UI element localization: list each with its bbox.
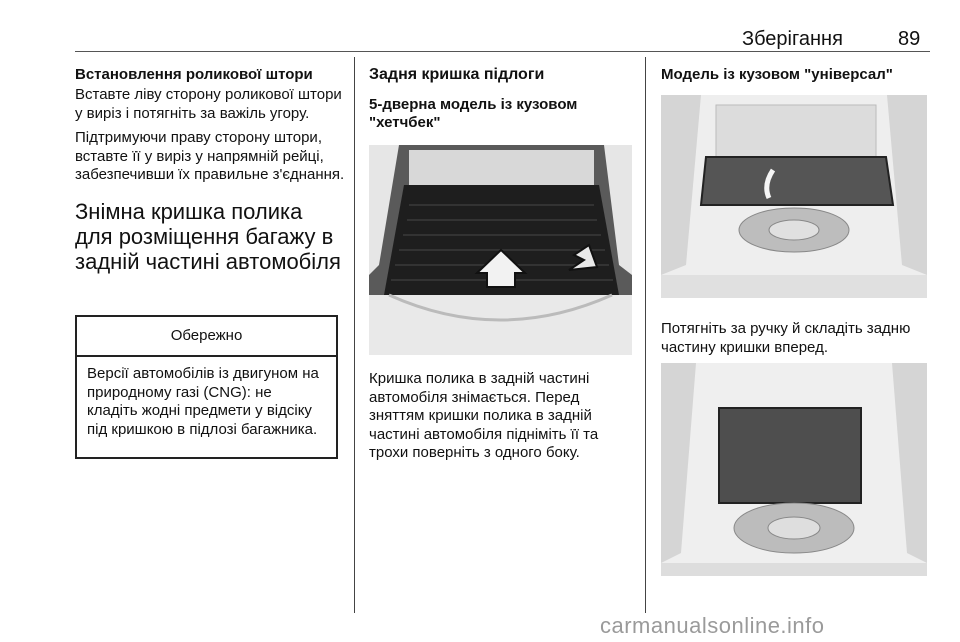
right-column: Модель із кузовом "універсал" bbox=[661, 66, 931, 84]
section-heading: Знімна кришка полика для розміщення бага… bbox=[75, 198, 341, 274]
column-divider-1 bbox=[354, 57, 355, 613]
section-title: Зберігання bbox=[742, 28, 843, 50]
caution-box: Обережно Версії автомобілів із двигуном … bbox=[75, 315, 338, 459]
caution-title: Обережно bbox=[77, 317, 336, 357]
watermark: carmanualsonline.info bbox=[600, 613, 825, 638]
left-column: Встановлення роликової штори Вставте лів… bbox=[75, 66, 345, 274]
middle-column: Задня кришка підлоги 5-дверна модель із … bbox=[369, 66, 634, 132]
right-paragraph: Потягніть за ручку й складіть задню част… bbox=[661, 320, 911, 356]
page-number: 89 bbox=[898, 28, 921, 50]
column-divider-2 bbox=[645, 57, 646, 613]
subsection-title: Встановлення роликової штори bbox=[75, 66, 313, 83]
paragraph: Підтримуючи праву сторону штори, вставте… bbox=[75, 129, 345, 183]
wagon-folded-cover-illustration bbox=[661, 363, 927, 576]
caution-text: Версії автомобілів із двигуном на природ… bbox=[87, 365, 319, 438]
paragraph: Вставте ліву сторону роликової штори у в… bbox=[75, 86, 342, 122]
hatchback-trunk-illustration bbox=[369, 145, 632, 355]
header-rule bbox=[75, 51, 930, 52]
wagon-trunk-illustration bbox=[661, 95, 927, 298]
subsection-title: Модель із кузовом "універсал" bbox=[661, 66, 893, 83]
model-subtitle: 5-дверна модель із кузовом "хетчбек" bbox=[369, 96, 578, 131]
middle-paragraph: Кришка полика в задній частині автомобіл… bbox=[369, 370, 599, 461]
subsection-title: Задня кришка підлоги bbox=[369, 66, 545, 83]
